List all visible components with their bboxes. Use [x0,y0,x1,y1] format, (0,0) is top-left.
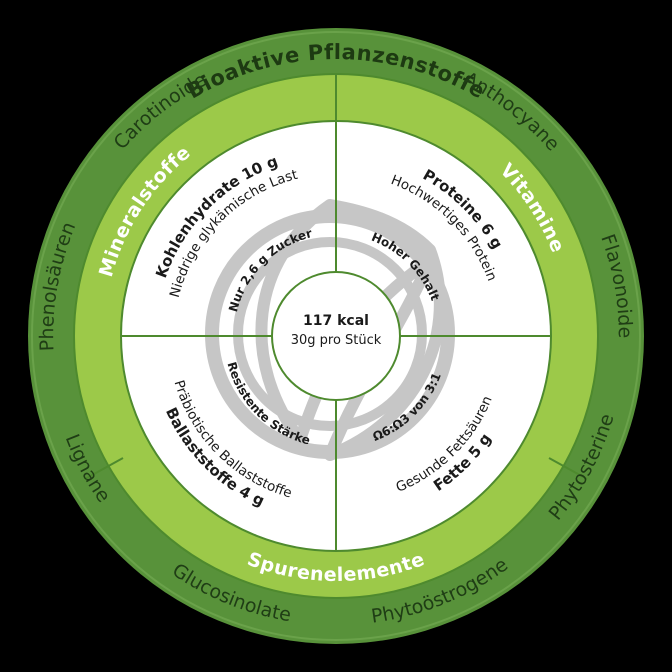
center-circle [271,271,401,401]
outer-ring-edge [31,31,641,641]
center-portion: 30g pro Stück [291,333,382,348]
dividers [84,74,588,551]
center-kcal: 117 kcal [303,313,369,329]
leaf-logo-watermark-icon [205,199,455,461]
